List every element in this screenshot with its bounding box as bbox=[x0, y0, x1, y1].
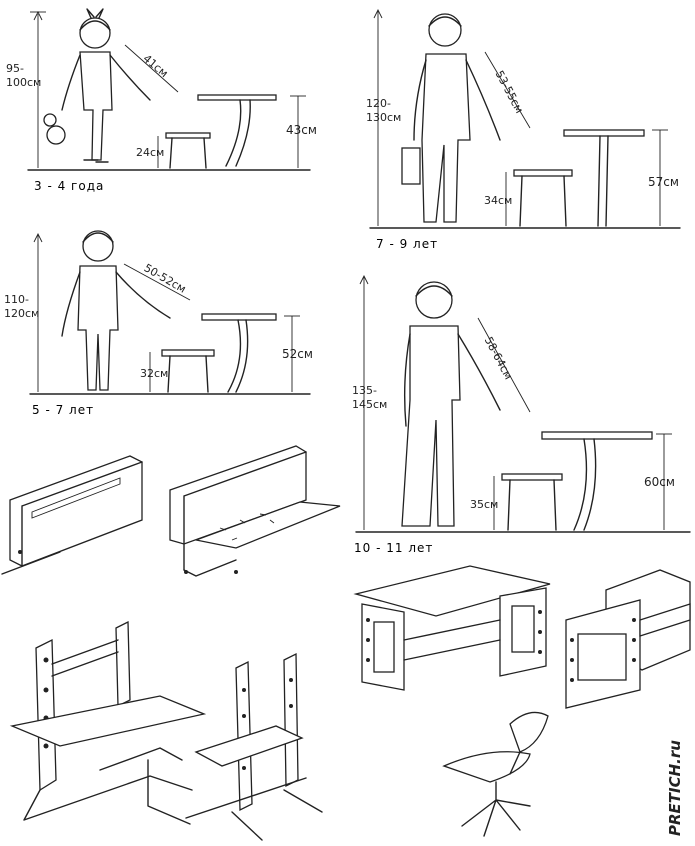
wall-desk-closed bbox=[1, 455, 143, 575]
desk-3 bbox=[201, 313, 277, 393]
child-figure-boy-3 bbox=[401, 281, 501, 527]
stool-2 bbox=[513, 169, 573, 227]
height-label-1: 95- bbox=[6, 62, 24, 75]
desk-1 bbox=[197, 94, 277, 167]
panel-10-11-years: 135- 145см 58-64см 35см 60см 10 - 11 лет bbox=[352, 274, 691, 555]
seat-label-3: 32см bbox=[140, 367, 168, 380]
desk-label-2: 57см bbox=[648, 175, 679, 189]
seat-label-1: 24см bbox=[136, 146, 164, 159]
height-label-2: 120- bbox=[366, 97, 391, 110]
modern-desk bbox=[353, 565, 551, 691]
desk-4 bbox=[541, 431, 653, 531]
watermark: PRETICH.ru bbox=[666, 740, 684, 836]
desk-label-3: 52см bbox=[282, 347, 313, 361]
stool-4 bbox=[501, 473, 563, 531]
height-label-3b: 120см bbox=[4, 307, 39, 320]
panel-7-9-years: 120- 130см 53-55см 34см 57см 7 - 9 лет bbox=[366, 8, 681, 251]
arm-label-1: 41см bbox=[140, 52, 170, 80]
modern-chair bbox=[565, 569, 691, 709]
age-caption-3: 5 - 7 лет bbox=[32, 403, 94, 417]
swivel-chair bbox=[442, 711, 549, 837]
adjustable-stand bbox=[185, 652, 323, 841]
arm-label-2: 53-55см bbox=[493, 68, 526, 115]
panel-5-7-years: 110- 120см 50-52см 32см 52см 5 - 7 лет bbox=[4, 230, 313, 417]
stool-1 bbox=[165, 132, 211, 169]
seat-label-4: 35см bbox=[470, 498, 498, 511]
arm-label-4: 58-64см bbox=[482, 335, 515, 382]
child-figure-boy-2 bbox=[61, 230, 171, 391]
panel-3-4-years: 95- 100см 41см 24см 43см bbox=[6, 8, 317, 193]
age-caption-1: 3 - 4 года bbox=[34, 179, 104, 193]
desk-label-1: 43см bbox=[286, 123, 317, 137]
adjustable-chair bbox=[9, 620, 207, 825]
height-label-3: 110- bbox=[4, 293, 29, 306]
child-figure-girl bbox=[43, 8, 151, 163]
height-label-2b: 130см bbox=[366, 111, 401, 124]
age-caption-2: 7 - 9 лет bbox=[376, 237, 438, 251]
stool-3 bbox=[161, 349, 215, 393]
desk-label-4: 60см bbox=[644, 475, 675, 489]
desk-2 bbox=[563, 129, 645, 227]
height-label-4b: 145см bbox=[352, 398, 387, 411]
arm-label-3: 50-52см bbox=[142, 261, 189, 295]
height-label-1b: 100см bbox=[6, 76, 41, 89]
age-caption-4: 10 - 11 лет bbox=[354, 541, 433, 555]
child-figure-boy-1 bbox=[401, 13, 501, 223]
height-label-4: 135- bbox=[352, 384, 377, 397]
wall-desk-open bbox=[169, 445, 341, 577]
seat-label-2: 34см bbox=[484, 194, 512, 207]
